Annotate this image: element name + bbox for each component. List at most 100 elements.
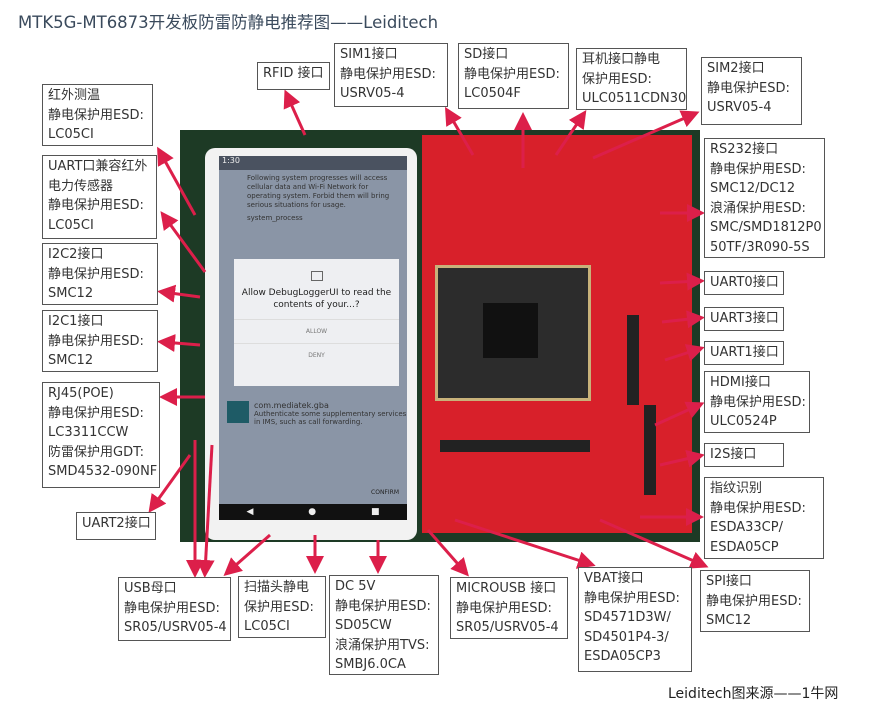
callout-line: LC05CI xyxy=(48,217,94,233)
callout-line: DC 5V xyxy=(335,579,376,594)
callout-usb: USB母口静电保护用ESD:SR05/USRV05-4 xyxy=(118,577,231,641)
callout-line: 静电保护ESD: xyxy=(707,80,790,96)
folder-icon xyxy=(310,271,323,281)
callout-line: SD4501P4-3/ xyxy=(584,629,669,645)
recents-icon[interactable]: ■ xyxy=(371,507,380,517)
callout-line: SR05/USRV05-4 xyxy=(456,620,559,635)
callout-line: 静电保护用ESD: xyxy=(710,394,806,410)
callout-arrow xyxy=(661,310,705,329)
callout-spi: SPI接口静电保护用ESD:SMC12 xyxy=(700,570,810,632)
callout-line: 浪涌保护用TVS: xyxy=(335,637,430,653)
callout-arrow xyxy=(160,211,207,273)
callout-line: 静电保护用ESD: xyxy=(710,500,806,516)
android-icon xyxy=(227,401,249,423)
home-icon[interactable]: ● xyxy=(308,507,317,517)
callout-line: UART2接口 xyxy=(82,516,151,531)
back-icon[interactable]: ◀ xyxy=(246,507,254,517)
callout-uart3: UART3接口 xyxy=(704,307,784,331)
callout-line: VBAT接口 xyxy=(584,571,644,586)
callout-line: SMC/SMD1812P0 xyxy=(710,220,822,235)
callout-rfid: RFID 接口 xyxy=(257,62,330,90)
callout-arrow xyxy=(157,333,201,352)
pin-header xyxy=(644,405,656,495)
allow-button[interactable]: ALLOW xyxy=(234,319,399,335)
callout-arrow xyxy=(659,272,705,291)
callout-line: USB母口 xyxy=(124,581,177,596)
confirm-button[interactable]: CONFIRM xyxy=(371,489,399,496)
callout-line: SMC12/DC12 xyxy=(710,181,796,196)
callout-vbat: VBAT接口静电保护用ESD:SD4571D3W/SD4501P4-3/ESDA… xyxy=(578,567,692,672)
callout-line: UART口兼容红外 xyxy=(48,159,148,174)
callout-line: USRV05-4 xyxy=(707,100,772,115)
callout-line: SIM2接口 xyxy=(707,61,765,76)
callout-uart1: UART1接口 xyxy=(704,341,784,365)
callout-line: MICROUSB 接口 xyxy=(456,581,557,596)
dialog-message: Allow DebugLoggerUI to read the contents… xyxy=(241,288,392,310)
app-desc: Authenticate some supplementary services… xyxy=(254,410,407,426)
callout-line: SMC12 xyxy=(48,286,94,301)
callout-hdmi: HDMI接口静电保护用ESD: ULC0524P xyxy=(704,371,810,433)
callout-arrow xyxy=(426,529,469,577)
callout-scanner: 扫描头静电保护用ESD:LC05CI xyxy=(238,576,326,638)
callout-line: 静电保护用ESD: xyxy=(710,161,806,177)
callout-line: SMC12 xyxy=(706,613,752,628)
callout-arrow xyxy=(592,110,700,160)
callout-arrow xyxy=(223,533,271,576)
callout-line: UART3接口 xyxy=(710,311,779,326)
callout-line: 红外测温 xyxy=(48,88,101,103)
callout-line: SMBJ6.0CA xyxy=(335,657,406,672)
callout-arrow xyxy=(454,518,596,569)
callout-line: 静电保护用ESD: xyxy=(48,266,144,282)
callout-i2s: I2S接口 xyxy=(704,443,784,467)
callout-arrow xyxy=(157,146,197,216)
callout-line: RFID 接口 xyxy=(263,66,324,81)
connector-slot xyxy=(440,440,590,452)
callout-line: I2C2接口 xyxy=(48,247,104,262)
callout-line: LC05CI xyxy=(244,619,290,634)
callout-line: 指纹识别 xyxy=(710,481,763,496)
background-text: Following system progresses will access … xyxy=(247,174,390,209)
callout-line: 浪涌保护用ESD: xyxy=(710,200,806,216)
core-module xyxy=(435,265,591,401)
callout-line: ESDA05CP xyxy=(710,539,779,555)
callout-arrow xyxy=(654,401,705,427)
callout-uart0: UART0接口 xyxy=(704,271,784,295)
pin-header xyxy=(627,315,639,405)
callout-line: HDMI接口 xyxy=(710,375,771,390)
callout-line: 静电保护用ESD: xyxy=(456,600,552,616)
callout-arrow xyxy=(599,518,709,569)
callout-line: ULC0524P xyxy=(710,414,777,429)
callout-line: 耳机接口静电 xyxy=(582,52,661,67)
app-name: com.mediatek.gba xyxy=(254,401,329,410)
callout-line: LC0504F xyxy=(464,86,521,101)
callout-line: UART1接口 xyxy=(710,345,779,360)
deny-button[interactable]: DENY xyxy=(234,343,399,359)
callout-line: ESDA05CP3 xyxy=(584,649,661,664)
callout-line: I2C1接口 xyxy=(48,314,104,329)
phone-screen: 1:30 Following system progresses will ac… xyxy=(219,156,407,504)
callout-line: SR05/USRV05-4 xyxy=(124,620,227,635)
callout-arrow xyxy=(157,284,201,303)
callout-line: 静电保护用ESD: xyxy=(48,107,144,123)
callout-line: 扫描头静电 xyxy=(244,580,310,595)
callout-line: ESDA33CP/ xyxy=(710,520,783,535)
callout-line: RJ45(POE) xyxy=(48,386,114,401)
callout-infrared: 红外测温静电保护用ESD:LC05CI xyxy=(42,84,153,146)
callout-line: SIM1接口 xyxy=(340,47,398,62)
nav-bar: ◀ ● ■ xyxy=(219,504,407,520)
status-bar: 1:30 xyxy=(219,156,407,170)
callout-line: 静电保护用ESD: xyxy=(48,333,144,349)
callout-line: 静电保护用ESD: xyxy=(48,405,144,421)
callout-uart-ir: UART口兼容红外电力传感器静电保护用ESD:LC05CI xyxy=(42,155,157,239)
callout-i2c2: I2C2接口静电保护用ESD: SMC12 xyxy=(42,243,158,305)
callout-line: 静电保护用ESD: xyxy=(464,66,560,82)
callout-line: 静电保护用ESD: xyxy=(340,66,436,82)
callout-line: 静电保护用ESD: xyxy=(706,593,802,609)
callout-arrow xyxy=(664,344,705,362)
permission-dialog: Allow DebugLoggerUI to read the contents… xyxy=(234,259,399,386)
